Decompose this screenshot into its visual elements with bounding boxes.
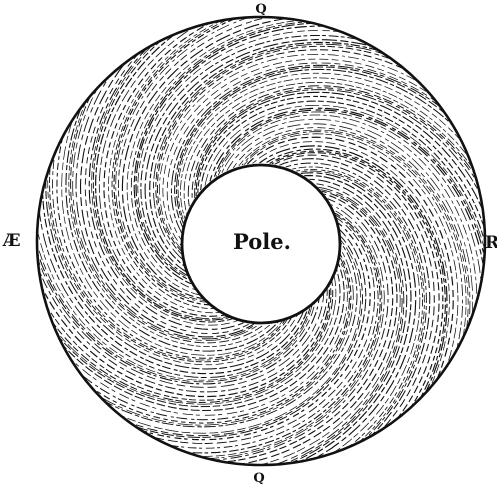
label-bottom-q: Q — [253, 471, 264, 486]
label-right-r: R — [485, 233, 497, 253]
label-top-q: Q — [255, 2, 266, 17]
label-left-ae: Æ — [2, 231, 21, 251]
pole-label: Pole. — [233, 229, 291, 254]
